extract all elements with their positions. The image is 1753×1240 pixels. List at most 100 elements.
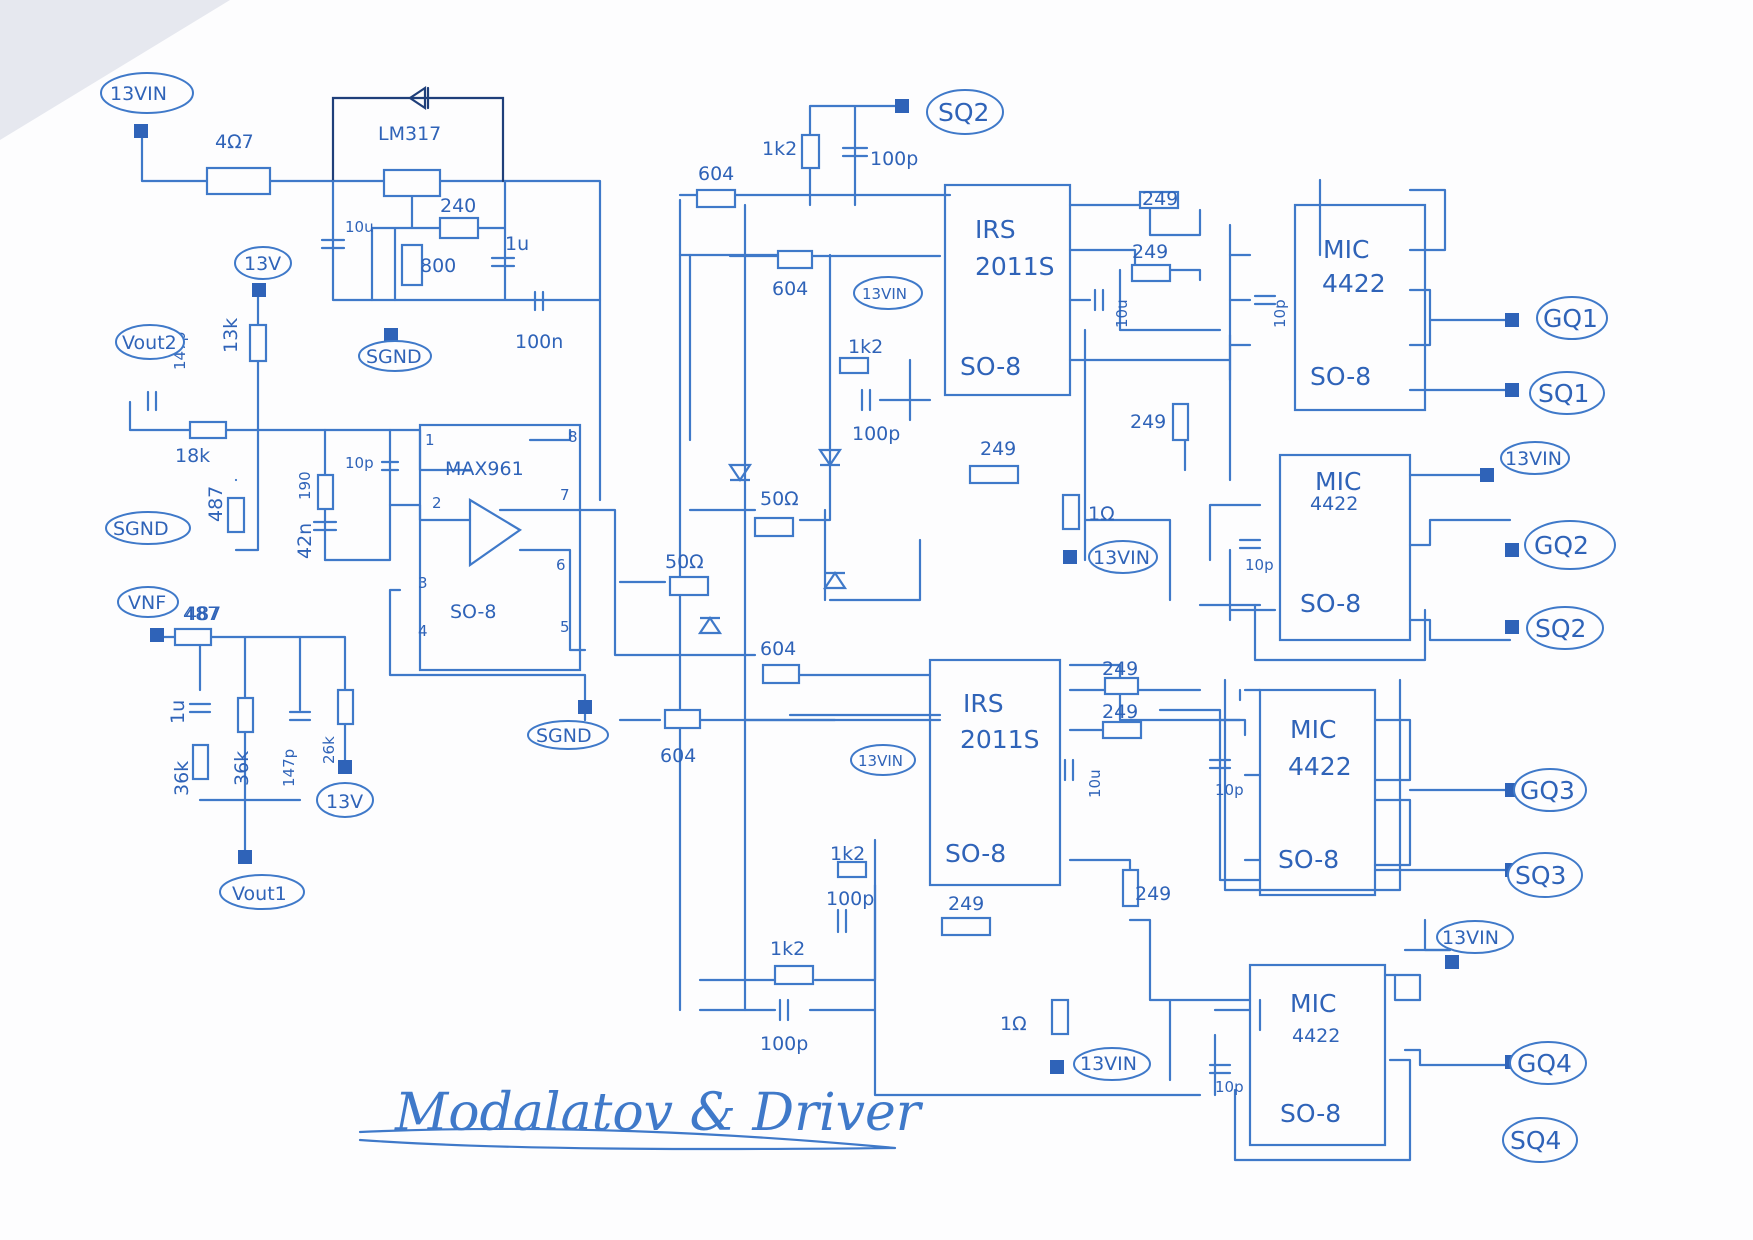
pad-sq1 [1505, 383, 1519, 397]
mic3-line2: 4422 [1288, 752, 1352, 781]
c-dec-mic4 [1208, 1063, 1232, 1075]
c-in-capacitor [320, 238, 346, 250]
r-top-label: 13k [220, 318, 242, 353]
r-1k2-low [836, 860, 868, 879]
pad-13v-top [252, 283, 266, 297]
pad-13vin-lower [1050, 1060, 1064, 1074]
max961-body [418, 423, 582, 672]
r-249-u1-label: 249 [1142, 188, 1178, 210]
pad-13vin [134, 124, 148, 138]
terminal-gq3: GQ3 [1520, 776, 1575, 805]
r-249-l2 [1101, 720, 1143, 740]
c-fb-capacitor [146, 390, 158, 412]
r-1k2-bottom-label: 1k2 [770, 938, 805, 960]
r-fb-resistor [188, 420, 228, 440]
r-604-a-label: 604 [698, 163, 734, 185]
r-50-b-label: 50Ω [665, 551, 704, 573]
r-249-l4-label: 249 [948, 893, 984, 915]
r-249-l2-label: 249 [1102, 701, 1138, 723]
irs-lower-line2: 2011S [960, 725, 1040, 754]
terminal-gq2: GQ2 [1534, 531, 1589, 560]
r-rc-resistor [316, 473, 335, 511]
mic2-package: SO-8 [1300, 589, 1361, 618]
r-set-label: 800 [420, 255, 456, 277]
irs2011s-upper: IRS 2011S SO-8 249 249 10u 249 249 1Ω [943, 183, 1190, 531]
c-rc-label: 42n [294, 523, 316, 559]
r-b-resistor [236, 696, 255, 734]
r-249-l1 [1103, 676, 1140, 696]
r-set-resistor [400, 243, 424, 287]
terminal-sq1: SQ1 [1538, 379, 1589, 408]
c-dec-mic2-label: 10p [1245, 556, 1274, 574]
r-in-label: 487 [183, 603, 219, 625]
r-top-resistor [248, 323, 268, 363]
r-249-u4-label: 249 [980, 438, 1016, 460]
mic1-line2: 4422 [1322, 269, 1386, 298]
r-50-a [753, 516, 795, 538]
terminal-gq4: GQ4 [1517, 1049, 1572, 1078]
r-pull-label: 26k [320, 736, 338, 764]
c-bypass-capacitor [533, 290, 545, 312]
irs2011s-upper-body [943, 183, 1072, 397]
c-dec-mic2 [1238, 538, 1262, 550]
r-249-u2 [1130, 263, 1172, 283]
r-bottom-label: 487 [205, 486, 227, 522]
comparator-network: 13k 18k 487 147p 10p 190 42n [146, 318, 400, 559]
terminal-13vin-irs-lower: 13VIN [858, 752, 903, 770]
mic4422-4-body [1248, 963, 1387, 1147]
r-1k2-mid [838, 356, 870, 375]
c-boot-lower-label: 10u [1086, 769, 1104, 798]
c-100p-bottom [778, 998, 790, 1022]
c-rc-capacitor [312, 520, 338, 532]
c-bypass-label: 100n [515, 331, 563, 353]
mic4-line1: MIC [1290, 989, 1336, 1018]
lm317-regulator: 4Ω7 LM317 240 800 10u 1u 100n [205, 85, 563, 353]
r-pull-resistor [336, 688, 355, 726]
r-50-a-label: 50Ω [760, 488, 799, 510]
max961-comparator: MAX961 SO-8 1 2 3 4 5 6 7 8 [418, 423, 582, 672]
r-604-b-label: 604 [772, 278, 808, 300]
pad-13vin-mic4 [1445, 955, 1459, 969]
max961-pin-2: 2 [432, 494, 442, 512]
r-sense-upper [1061, 493, 1081, 531]
max961-package: SO-8 [450, 601, 497, 623]
r-604-a [695, 188, 737, 209]
irs2011s-lower: IRS 2011S SO-8 249 249 10u 249 249 1Ω [928, 658, 1171, 1036]
mic2-line2: 4422 [1310, 493, 1358, 515]
terminal-13vin-mic4: 13VIN [1442, 927, 1499, 949]
r-a-label: 36k [171, 761, 193, 796]
max961-pin-6: 6 [556, 556, 566, 574]
c-dec-mic3-label: 10p [1215, 781, 1244, 799]
terminal-sgnd-bottom: SGND [536, 725, 592, 747]
r-1k2-top-label: 1k2 [762, 138, 797, 160]
c-dec-mic4-label: 10p [1215, 1078, 1244, 1096]
pad-sgnd-bottom [578, 700, 592, 714]
lm317-body [382, 168, 442, 198]
r-rc-label: 190 [296, 471, 314, 500]
terminal-13vin-mic2: 13VIN [1505, 448, 1562, 470]
r-b-label: 36k [231, 751, 253, 786]
terminal-vnf: VNF [128, 592, 166, 614]
pad-gq2 [1505, 543, 1519, 557]
terminal-vout2: Vout2 [122, 332, 177, 354]
r-1k2-top [800, 133, 821, 170]
pad-sq2-top [895, 99, 909, 113]
c-boot-upper-label: 10u [1113, 299, 1131, 328]
terminal-labels: 13VIN 13V SGND Vout2 SGND VNF 487 13V Vo… [100, 72, 1616, 1163]
max961-pin-5: 5 [560, 618, 570, 636]
r-249-u4 [968, 464, 1020, 485]
c-dec-mic3 [1208, 758, 1232, 770]
irs-upper-package: SO-8 [960, 352, 1021, 381]
max961-pin-8: 8 [568, 428, 578, 446]
r-604-d [663, 708, 702, 730]
terminal-sgnd-top: SGND [366, 346, 422, 368]
c-boot-upper [1093, 288, 1105, 312]
mic4-package: SO-8 [1280, 1099, 1341, 1128]
pad-13vin-upper [1063, 550, 1077, 564]
irs-upper-line2: 2011S [975, 252, 1055, 281]
c-100p-top-label: 100p [870, 148, 918, 170]
r-604-d-label: 604 [660, 745, 696, 767]
wires [128, 96, 1512, 1162]
pad-vout1 [238, 850, 252, 864]
r-fb-label: 18k [175, 445, 210, 467]
